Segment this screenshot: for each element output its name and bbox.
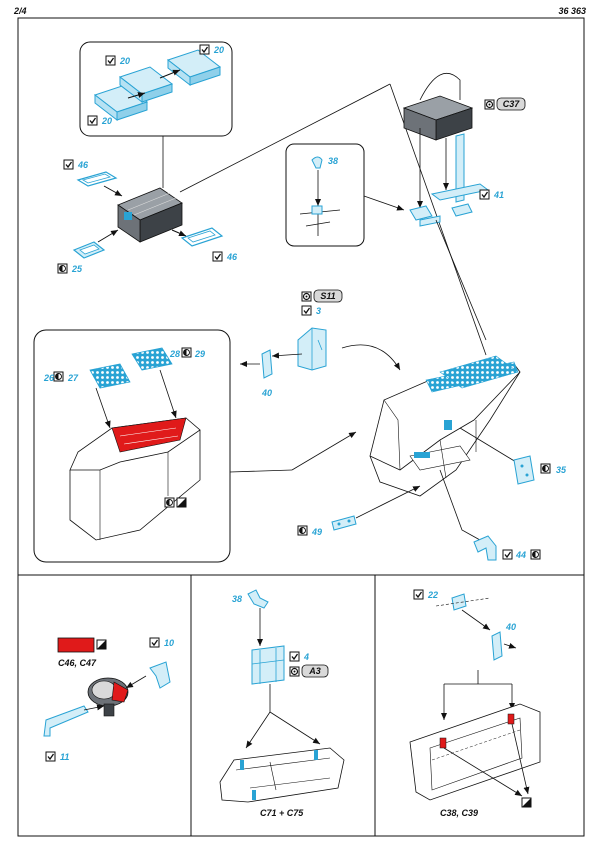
- hinge-part-40: [261, 349, 273, 379]
- mesh-part-29: [131, 347, 173, 371]
- handle-part-25: [72, 241, 106, 259]
- part-label-44: 44: [515, 550, 526, 560]
- side-plate: [409, 703, 541, 801]
- check-icon: [45, 751, 56, 762]
- bracket-small: [409, 205, 441, 227]
- paint-badge-c37: [496, 97, 526, 111]
- mesh-part-27: [89, 363, 131, 389]
- ammo-box-part-a: [93, 84, 149, 122]
- page-number: 2/4: [14, 6, 27, 16]
- main-hull: [369, 355, 521, 497]
- leader-arrow: [363, 195, 405, 211]
- half-circle-icon: [181, 347, 192, 358]
- paint-badge-s11: [313, 289, 343, 303]
- gear-icon: [289, 666, 300, 677]
- part-label-27: 27: [67, 373, 79, 383]
- part-label-11: 11: [60, 752, 69, 762]
- part-label-40b: 40: [505, 622, 516, 632]
- part-label-38b: 38: [232, 594, 242, 604]
- check-icon: [199, 44, 210, 55]
- leader-line: [459, 427, 517, 463]
- hinge-part-40b: [491, 631, 503, 661]
- check-icon: [105, 55, 116, 66]
- half-circle-icon: [164, 497, 175, 508]
- black-triangle-icon: [521, 797, 532, 808]
- part-label-a3: A3: [308, 666, 321, 676]
- part-label-20b: 20: [213, 45, 224, 55]
- frame-part-46b: [180, 227, 224, 247]
- leader-line: [435, 219, 487, 341]
- part-label-4: 4: [303, 652, 309, 662]
- part-label-46b: 46: [226, 252, 238, 262]
- bracket-part-11: [43, 705, 89, 737]
- part-label-28: 28: [169, 349, 180, 359]
- frame-part-46a: [76, 171, 118, 187]
- part-label-20c: 20: [101, 116, 112, 126]
- part-label-s11: S11: [320, 291, 335, 301]
- part-label-c46c47: C46, C47: [58, 658, 97, 668]
- half-circle-icon: [297, 525, 308, 536]
- half-circle-icon: [57, 263, 68, 274]
- part-label-46a: 46: [77, 160, 89, 170]
- half-circle-icon: [530, 549, 541, 560]
- part-label-25: 25: [71, 264, 83, 274]
- check-icon: [502, 549, 513, 560]
- gear-icon: [484, 99, 495, 110]
- part-label-26: 26: [43, 373, 55, 383]
- engine-deck-hull: [69, 417, 201, 541]
- leader-arrow: [341, 344, 401, 371]
- leader-line: [229, 469, 293, 473]
- black-triangle-icon: [176, 497, 187, 508]
- part-label-c37: C37: [503, 99, 521, 109]
- plate-part-49: [331, 515, 357, 531]
- part-label-10: 10: [164, 638, 174, 648]
- plate-part-35: [513, 455, 535, 485]
- rear-stowage-box: [402, 73, 474, 141]
- part-label-29: 29: [194, 349, 205, 359]
- half-circle-icon: [540, 463, 551, 474]
- ammo-box-assembly: [117, 187, 183, 243]
- bracket-part-4: [251, 645, 285, 685]
- bracket-part-10: [149, 661, 171, 689]
- part-label-40a: 40: [261, 388, 272, 398]
- check-icon: [149, 637, 160, 648]
- hook-part-38: [299, 156, 341, 236]
- leader-arrow: [291, 431, 357, 471]
- outer-frame: [17, 17, 585, 837]
- gear-icon: [301, 291, 312, 302]
- paint-swatch-red: [57, 637, 95, 653]
- check-icon: [212, 251, 223, 262]
- part-label-c38c39: C38, C39: [440, 808, 478, 818]
- bracket-part-41: [430, 133, 490, 217]
- half-circle-icon: [53, 371, 64, 382]
- clip-part-22: [435, 593, 491, 611]
- hook-part-38b: [247, 589, 269, 609]
- detail-inset-38: [285, 143, 365, 247]
- kit-code: 36 363: [558, 6, 586, 16]
- bracket-part-44: [473, 535, 497, 561]
- part-label-41: 41: [493, 190, 504, 200]
- check-icon: [87, 115, 98, 126]
- hull-rear-plate: [219, 747, 345, 803]
- searchlight: [87, 677, 129, 717]
- part-label-3: 3: [316, 306, 321, 316]
- part-label-35: 35: [556, 465, 567, 475]
- bracket-part-3: [297, 327, 327, 371]
- part-label-22: 22: [427, 590, 438, 600]
- check-icon: [413, 589, 424, 600]
- part-label-20a: 20: [119, 56, 130, 66]
- paint-badge-a3: [301, 664, 329, 678]
- check-icon: [63, 159, 74, 170]
- check-icon: [301, 305, 312, 316]
- leader-line: [439, 469, 481, 541]
- leader-line: [179, 83, 391, 193]
- part-label-c71c75: C71 + C75: [260, 808, 304, 818]
- part-label-38a: 38: [328, 156, 338, 166]
- part-label-49: 49: [311, 527, 322, 537]
- check-icon: [289, 651, 300, 662]
- black-triangle-icon: [96, 639, 107, 650]
- check-icon: [479, 189, 490, 200]
